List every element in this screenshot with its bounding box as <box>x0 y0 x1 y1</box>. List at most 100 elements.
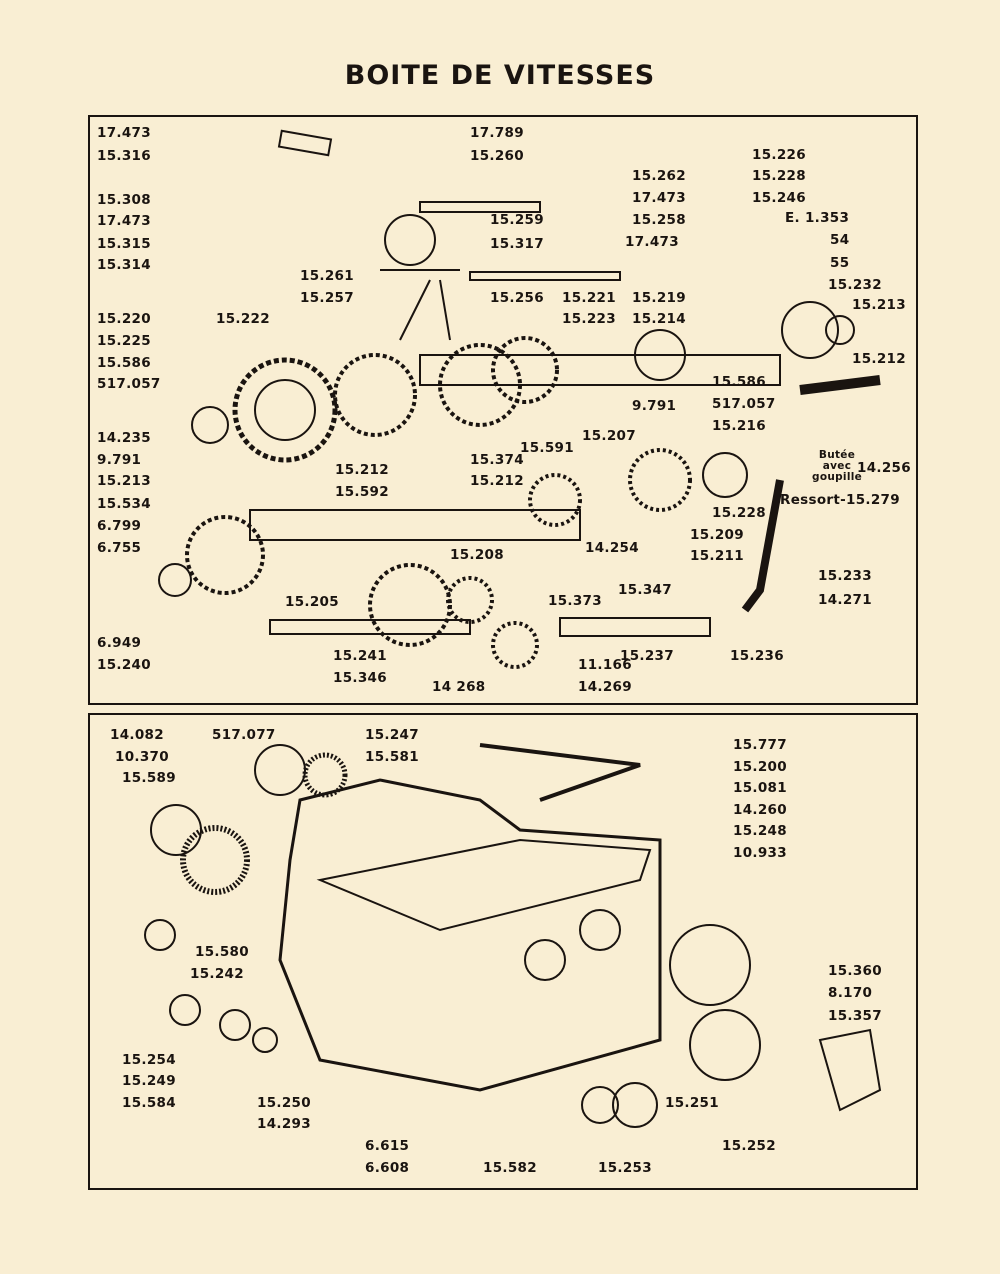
part-number-label: 15.212 <box>335 462 389 478</box>
part-number-label: 11.166 <box>578 657 632 673</box>
gearbox-housing-exploded-view <box>88 713 918 1190</box>
part-number-label: 14.269 <box>578 679 632 695</box>
part-number-label: 15.237 <box>620 648 674 664</box>
part-number-label: 15.250 <box>257 1095 311 1111</box>
part-number-label: 14.082 <box>110 727 164 743</box>
part-number-label: 17.473 <box>632 190 686 206</box>
part-number-label: 15.592 <box>335 484 389 500</box>
cover-15589 <box>150 804 202 856</box>
part-number-label: 6.608 <box>365 1160 410 1176</box>
part-number-label: 15.251 <box>665 1095 719 1111</box>
part-number-label: 15.317 <box>490 236 544 252</box>
part-number-label: Ressort-15.279 <box>780 492 900 508</box>
part-number-label: 15.534 <box>97 496 151 512</box>
part-number-label: 17.473 <box>97 125 151 141</box>
part-number-label: 15.081 <box>733 780 787 796</box>
part-number-label: 15.228 <box>752 168 806 184</box>
part-number-label: 15.247 <box>365 727 419 743</box>
gear-15534 <box>185 515 265 595</box>
part-number-label: 15.584 <box>122 1095 176 1111</box>
part-number-label: 15.252 <box>722 1138 776 1154</box>
part-number-label: 15.254 <box>122 1052 176 1068</box>
part-number-label: 15.347 <box>618 582 672 598</box>
part-number-label: 55 <box>830 255 850 271</box>
part-number-label: 15.233 <box>818 568 872 584</box>
bracket-note-line: avec <box>822 460 852 472</box>
part-number-label: 15.216 <box>712 418 766 434</box>
part-number-label: 15.248 <box>733 823 787 839</box>
gear-15209 <box>628 448 692 512</box>
part-number-label: 15.581 <box>365 749 419 765</box>
part-number-label: 17.789 <box>470 125 524 141</box>
part-number-label: 517.057 <box>712 396 776 412</box>
part-number-label: 15.374 <box>470 452 524 468</box>
main-shaft <box>419 354 781 386</box>
gear-15241 <box>368 563 452 647</box>
housing-15248 <box>669 924 751 1006</box>
part-number-label: 15.253 <box>598 1160 652 1176</box>
bracket-note-line: goupille <box>812 471 863 483</box>
part-number-label: 15.373 <box>548 593 602 609</box>
part-number-label: 14 268 <box>432 679 486 695</box>
part-number-label: 15.346 <box>333 670 387 686</box>
part-number-label: 6.799 <box>97 518 142 534</box>
part-number-label: 15.591 <box>520 440 574 456</box>
part-number-label: 517.057 <box>97 376 161 392</box>
part-number-label: 15.236 <box>730 648 784 664</box>
part-number-label: 15.242 <box>190 966 244 982</box>
part-number-label: 9.791 <box>97 452 142 468</box>
part-number-label: 15.249 <box>122 1073 176 1089</box>
part-number-label: 15.214 <box>632 311 686 327</box>
part-number-label: 14.293 <box>257 1116 311 1132</box>
part-number-label: 15.316 <box>97 148 151 164</box>
part-number-label: 15.260 <box>470 148 524 164</box>
gear-15220 <box>232 357 338 463</box>
gear-15222 <box>333 353 417 437</box>
part-number-label: 15.213 <box>97 473 151 489</box>
part-number-label: 8.170 <box>828 985 873 1001</box>
part-number-label: 10.933 <box>733 845 787 861</box>
part-number-label: 15.308 <box>97 192 151 208</box>
part-number-label: 54 <box>830 232 850 248</box>
part-number-label: 15.315 <box>97 236 151 252</box>
part-number-label: 15.259 <box>490 212 544 228</box>
part-number-label: 15.213 <box>852 297 906 313</box>
part-number-label: 14.256 <box>857 460 911 476</box>
part-number-label: E. 1.353 <box>785 210 850 226</box>
layshaft <box>249 509 581 541</box>
cover-15357 <box>818 1028 882 1112</box>
part-number-label: 14.260 <box>733 802 787 818</box>
part-number-label: 6.615 <box>365 1138 410 1154</box>
part-number-label: 15.209 <box>690 527 744 543</box>
gear-train-exploded-view <box>88 115 918 705</box>
part-number-label: 15.261 <box>300 268 354 284</box>
part-number-label: 15.257 <box>300 290 354 306</box>
part-number-label: 15.219 <box>632 290 686 306</box>
part-number-label: 15.200 <box>733 759 787 775</box>
part-number-label: 15.256 <box>490 290 544 306</box>
part-number-label: 15.580 <box>195 944 249 960</box>
part-number-label: 15.212 <box>852 351 906 367</box>
page-title: BOITE DE VITESSES <box>344 60 656 91</box>
housing-15200 <box>278 778 662 1092</box>
part-number-label: 15.246 <box>752 190 806 206</box>
part-number-label: 15.208 <box>450 547 504 563</box>
part-number-label: 15.262 <box>632 168 686 184</box>
part-number-label: 15.777 <box>733 737 787 753</box>
gear-15223 <box>491 336 559 404</box>
part-number-label: 14.271 <box>818 592 872 608</box>
cover-15360 <box>689 1009 761 1081</box>
bracket-note-line: Butée <box>818 449 856 461</box>
part-number-label: 15.222 <box>216 311 270 327</box>
part-number-label: 15.314 <box>97 257 151 273</box>
part-number-label: 15.223 <box>562 311 616 327</box>
part-number-label: 9.791 <box>632 398 677 414</box>
part-number-label: 15.240 <box>97 657 151 673</box>
part-number-label: 6.755 <box>97 540 142 556</box>
part-number-label: 15.212 <box>470 473 524 489</box>
part-number-label: 17.473 <box>625 234 679 250</box>
part-number-label: 10.370 <box>115 749 169 765</box>
part-number-label: 14.235 <box>97 430 151 446</box>
